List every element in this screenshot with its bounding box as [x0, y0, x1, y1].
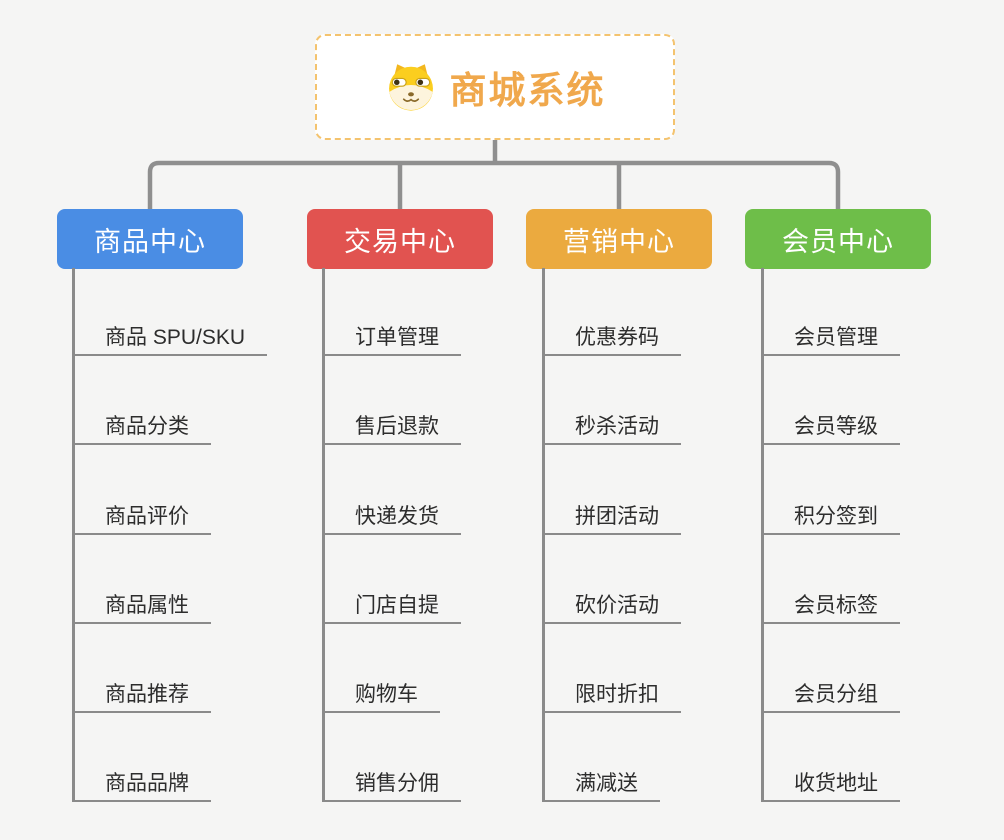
leaf-node[interactable]: 会员管理 [761, 323, 900, 356]
leaf-node[interactable]: 销售分佣 [322, 769, 461, 802]
leaf-node[interactable]: 售后退款 [322, 412, 461, 445]
leaf-node[interactable]: 商品属性 [72, 591, 211, 624]
branch-label: 交易中心 [344, 226, 456, 257]
branch-node-marketing-center[interactable]: 营销中心 [526, 209, 712, 269]
root-title: 商城系统 [449, 70, 606, 111]
branch-trunk-line [761, 268, 764, 802]
dog-face-icon [385, 61, 437, 113]
leaf-node[interactable]: 商品评价 [72, 502, 211, 535]
leaf-node[interactable]: 购物车 [322, 680, 440, 713]
leaf-node[interactable]: 优惠券码 [542, 323, 681, 356]
branch-node-product-center[interactable]: 商品中心 [57, 209, 243, 269]
leaf-node[interactable]: 砍价活动 [542, 591, 681, 624]
leaf-node[interactable]: 商品推荐 [72, 680, 211, 713]
leaf-node[interactable]: 快递发货 [322, 502, 461, 535]
leaf-node[interactable]: 满减送 [542, 769, 660, 802]
branch-label: 会员中心 [782, 226, 894, 257]
branch-node-member-center[interactable]: 会员中心 [745, 209, 931, 269]
leaf-node[interactable]: 商品分类 [72, 412, 211, 445]
leaf-node[interactable]: 会员分组 [761, 680, 900, 713]
branch-node-trade-center[interactable]: 交易中心 [307, 209, 493, 269]
leaf-node[interactable]: 会员等级 [761, 412, 900, 445]
leaf-node[interactable]: 商品品牌 [72, 769, 211, 802]
branch-label: 商品中心 [94, 226, 206, 257]
leaf-node[interactable]: 拼团活动 [542, 502, 681, 535]
root-node[interactable]: 商城系统 [315, 34, 675, 140]
branch-trunk-line [72, 268, 75, 802]
leaf-node[interactable]: 订单管理 [322, 323, 461, 356]
branch-label: 营销中心 [563, 226, 675, 257]
leaf-node[interactable]: 门店自提 [322, 591, 461, 624]
leaf-node[interactable]: 限时折扣 [542, 680, 681, 713]
leaf-node[interactable]: 收货地址 [761, 769, 900, 802]
leaf-node[interactable]: 积分签到 [761, 502, 900, 535]
leaf-node[interactable]: 秒杀活动 [542, 412, 681, 445]
leaf-node[interactable]: 会员标签 [761, 591, 900, 624]
branch-trunk-line [322, 268, 325, 802]
branch-trunk-line [542, 268, 545, 802]
branch-bracket-line [147, 160, 841, 209]
leaf-node[interactable]: 商品 SPU/SKU [72, 323, 268, 356]
